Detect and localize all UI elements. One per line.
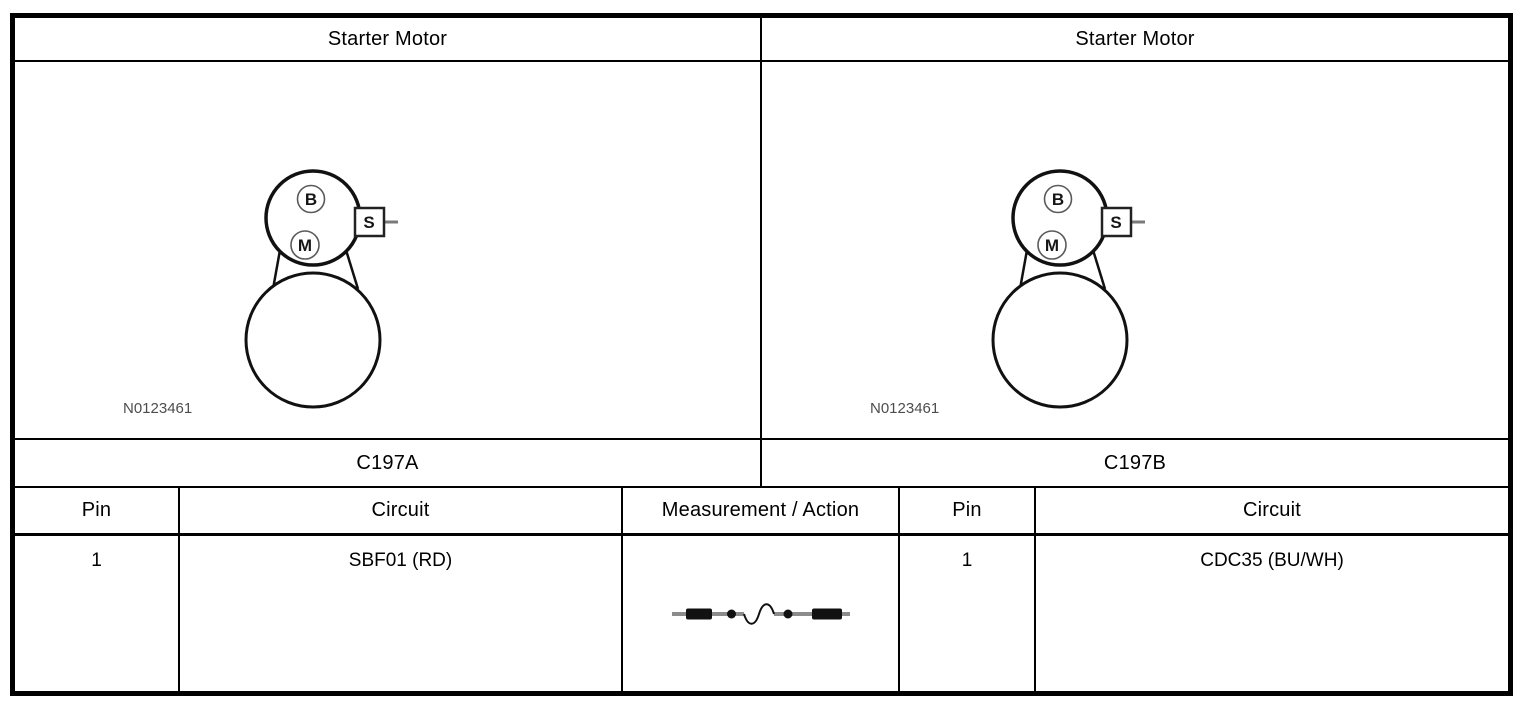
circuit-value-left: SBF01 (RD) [180, 536, 623, 691]
diagram-row: B M S N0123461 B M S N0123461 [15, 62, 1508, 440]
motor-body-circle [244, 271, 382, 409]
pin-value-right: 1 [900, 536, 1036, 691]
m-terminal-label: M [1045, 236, 1059, 255]
title-row: Starter Motor Starter Motor [15, 18, 1508, 62]
measurement-action-cell [623, 536, 900, 691]
connector-diagram-cell-left: B M S N0123461 [15, 62, 762, 438]
figure-id: N0123461 [870, 400, 940, 417]
circuit-header-right: Circuit [1242, 499, 1302, 521]
m-terminal-label: M [298, 236, 312, 255]
pinout-table: Starter Motor Starter Motor B M S N01234… [10, 13, 1513, 696]
b-terminal-circle [1043, 184, 1073, 214]
wire-junction-dot [726, 609, 736, 619]
table-row: 1 SBF01 (RD) 1 CDC35 (BU/WH) [15, 536, 1508, 691]
circuit-header-left: Circuit [180, 488, 623, 533]
wire-terminal-right [811, 608, 842, 620]
pin-header-right: Pin [900, 488, 1036, 533]
starter-motor-connector-icon: B M S [244, 169, 398, 409]
figure-id: N0123461 [123, 400, 193, 417]
column-header-row: Pin Circuit Measurement / Action Pin Cir… [15, 488, 1508, 536]
pin-header-left: Pin [15, 488, 180, 533]
m-terminal-circle [290, 230, 320, 260]
wire-junction-dot [783, 609, 792, 619]
motor-body-circle [991, 271, 1129, 409]
connector-id-right: C197B [1103, 451, 1167, 474]
m-terminal-circle [1037, 230, 1067, 260]
connector-diagram-cell-right: B M S N0123461 [762, 62, 1508, 438]
resistance-check-wire-icon [671, 603, 850, 625]
b-terminal-label: B [1052, 190, 1064, 209]
s-terminal-label: S [363, 213, 374, 232]
wire-squiggle [742, 603, 775, 625]
s-terminal-label: S [1110, 213, 1121, 232]
b-terminal-circle [296, 184, 326, 214]
measurement-action-header: Measurement / Action [623, 488, 900, 533]
panel-title-right: Starter Motor [1075, 27, 1195, 50]
connector-id-row: C197A C197B [15, 440, 1508, 488]
circuit-value-right: CDC35 (BU/WH) [1200, 550, 1344, 571]
starter-motor-connector-icon: B M S [991, 169, 1145, 409]
connector-id-left: C197A [15, 440, 762, 486]
s-terminal-box [353, 206, 386, 238]
panel-title-left: Starter Motor [15, 18, 762, 60]
s-terminal-box [1100, 206, 1133, 238]
wire-terminal-left [685, 608, 712, 620]
pin-value-left: 1 [15, 536, 180, 691]
b-terminal-label: B [305, 190, 317, 209]
